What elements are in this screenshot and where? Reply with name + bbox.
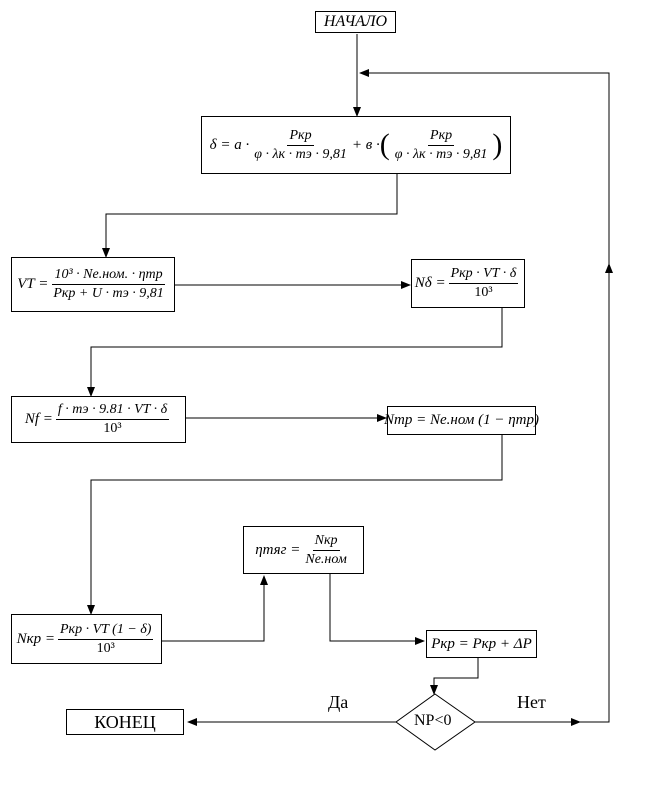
formula-vt-content: VT = 10³ · Nе.ном. · ηтр Pкр + U · mэ · … — [17, 267, 169, 302]
nd-frac: Pкр · VT · δ 10³ — [448, 266, 519, 301]
formula-vt: VT = 10³ · Nе.ном. · ηтр Pкр + U · mэ · … — [11, 257, 175, 312]
formula-pkr-content: Pкр = Pкр + ΔP — [431, 636, 532, 653]
nd-lhs: Nδ = — [414, 275, 446, 291]
nd-num: Pкр · VT · δ — [448, 266, 519, 284]
no-label: Нет — [517, 692, 546, 712]
pkr-text: Pкр = Pкр + ΔP — [431, 635, 532, 652]
formula-eta-content: ηтяг = Nкр Nе.ном — [255, 533, 352, 568]
formula-nkr-content: Nкр = Pкр · VT (1 − δ) 10³ — [17, 622, 157, 657]
delta-lhs: δ = a · — [209, 136, 250, 153]
start-label: НАЧАЛО — [323, 13, 388, 30]
yes-label: Да — [328, 692, 349, 712]
delta-num-1: Pкр — [287, 128, 314, 146]
delta-paren-open: ( — [379, 128, 390, 161]
start-node: НАЧАЛО — [315, 11, 396, 33]
formula-nd-content: Nδ = Pкр · VT · δ 10³ — [415, 266, 522, 301]
eta-frac: Nкр Nе.ном — [303, 533, 348, 568]
loop-line — [359, 69, 610, 723]
delta-den-2: φ · λк · mэ · 9,81 — [394, 146, 488, 162]
vt-lhs: VT = — [17, 276, 49, 292]
delta-num-2: Pкр — [428, 128, 455, 146]
nkr-den: 10³ — [96, 640, 115, 656]
delta-frac-2: Pкр φ · λк · mэ · 9,81 — [393, 128, 490, 163]
delta-den-1: φ · λк · mэ · 9,81 — [254, 146, 347, 162]
nf-num: f · mэ · 9.81 · VT · δ — [55, 402, 170, 420]
delta-paren-close: ) — [492, 128, 503, 161]
nd-den: 10³ — [474, 285, 493, 300]
formula-delta: δ = a · Pкр φ · λк · mэ · 9,81 + в · ( P… — [201, 116, 511, 174]
decision-label: NP<0 — [414, 712, 452, 729]
formula-nd: Nδ = Pкр · VT · δ 10³ — [411, 259, 525, 308]
vt-den: Pкр + U · mэ · 9,81 — [53, 286, 164, 301]
nkr-num: Pкр · VT (1 − δ) — [57, 622, 154, 640]
decision-diamond — [395, 693, 476, 751]
nkr-lhs: Nкр = — [16, 630, 55, 647]
delta-plus: + в · — [351, 136, 380, 153]
nf-lhs: Nf = — [24, 411, 53, 427]
nkr-frac: Pкр · VT (1 − δ) 10³ — [57, 622, 154, 657]
arrow-pkr-to-decision — [430, 658, 479, 695]
formula-nkr: Nкр = Pкр · VT (1 − δ) 10³ — [11, 614, 162, 664]
formula-ntr: Nтр = Nе.ном (1 − ηтр) — [384, 406, 539, 435]
arrow-nkr-to-eta — [162, 575, 268, 642]
formula-delta-content: δ = a · Pкр φ · λк · mэ · 9,81 + в · ( P… — [210, 128, 503, 163]
arrow-eta-to-pkr — [329, 574, 425, 645]
formula-ntr-content: Nтр = Nе.ном (1 − ηтр) — [384, 412, 539, 429]
arrow-delta-to-vt — [102, 174, 398, 258]
formula-nf-content: Nf = f · mэ · 9.81 · VT · δ 10³ — [25, 402, 172, 437]
formula-eta: ηтяг = Nкр Nе.ном — [243, 526, 364, 574]
nf-den: 10³ — [103, 421, 122, 436]
ntr-text: Nтр = Nе.ном (1 − ηтр) — [384, 412, 539, 428]
vt-frac: 10³ · Nе.ном. · ηтр Pкр + U · mэ · 9,81 — [51, 267, 165, 302]
nf-frac: f · mэ · 9.81 · VT · δ 10³ — [55, 402, 170, 437]
formula-pkr: Pкр = Pкр + ΔP — [426, 630, 537, 658]
end-label: КОНЕЦ — [94, 711, 156, 732]
eta-den: Nе.ном — [305, 551, 347, 567]
formula-nf: Nf = f · mэ · 9.81 · VT · δ 10³ — [11, 396, 186, 443]
eta-num: Nкр — [312, 533, 340, 551]
arrow-nd-to-nf — [87, 308, 503, 397]
vt-num: 10³ · Nе.ном. · ηтр — [52, 267, 165, 285]
arrow-ntr-to-nkr — [87, 435, 503, 615]
end-node: КОНЕЦ — [66, 709, 184, 735]
delta-frac-1: Pкр φ · λк · mэ · 9,81 — [252, 128, 349, 163]
eta-lhs: ηтяг = — [255, 541, 301, 558]
